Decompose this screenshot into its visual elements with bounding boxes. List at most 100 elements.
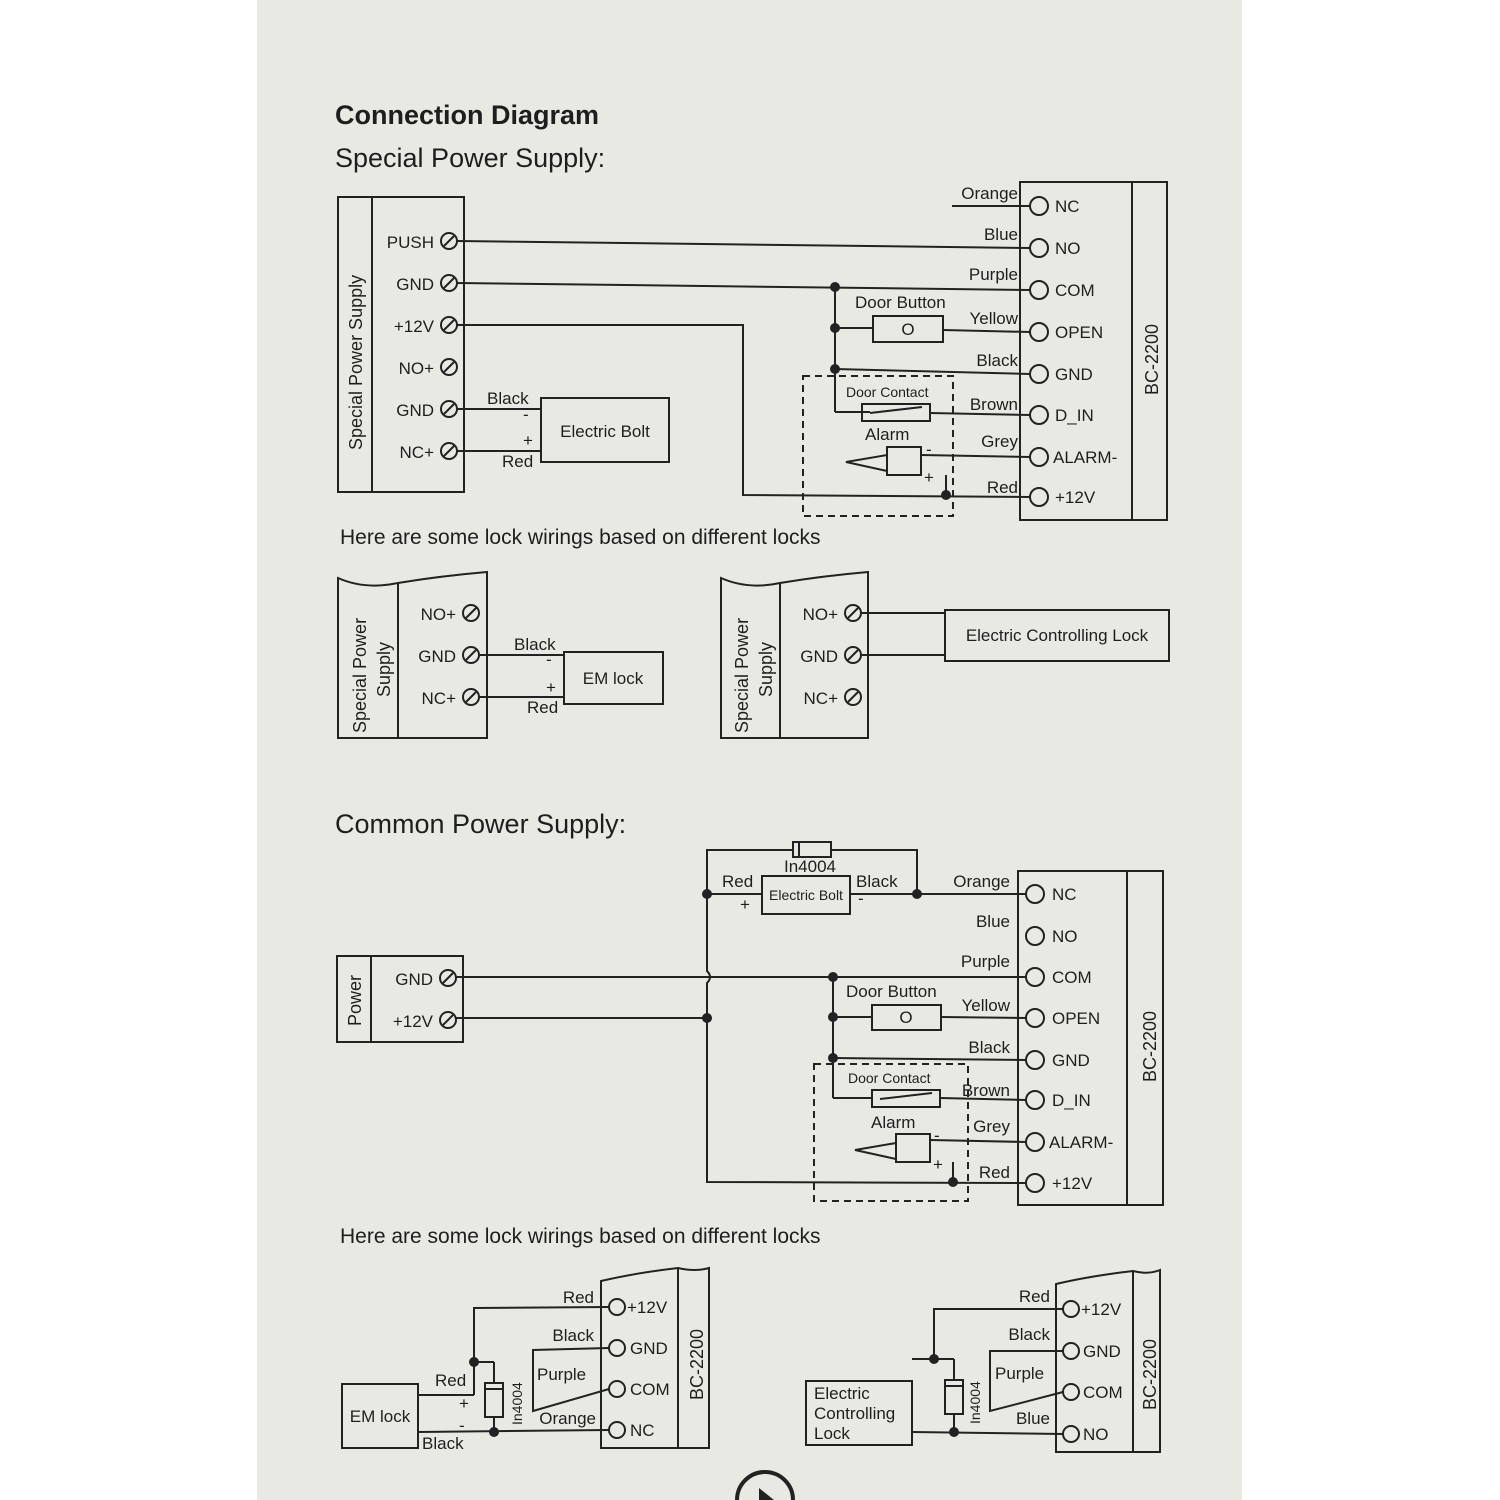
ctrl-terminal-nc: NC bbox=[1055, 197, 1080, 216]
alarm-minus: - bbox=[926, 440, 932, 459]
screw-terminals bbox=[440, 232, 458, 460]
em-lock-label: EM lock bbox=[583, 669, 644, 688]
controller-label-2: BC-2200 bbox=[1140, 1011, 1160, 1082]
door-contact-2-label: Door Contact bbox=[848, 1070, 931, 1086]
terminal-12v-label: +12V bbox=[394, 317, 435, 336]
wiring-common-supply: In4004 Electric Bolt Red Black + - bbox=[456, 841, 1027, 1187]
em2-diode-label: In4004 bbox=[509, 1382, 525, 1425]
em2-wire-black: Black bbox=[552, 1326, 594, 1345]
ecl2-wire-red: Red bbox=[1019, 1287, 1050, 1306]
power-block: Power GND +12V bbox=[336, 955, 464, 1043]
ecl2-controller-label: BC-2200 bbox=[1140, 1339, 1160, 1410]
ctrl2-terminal-12v: +12V bbox=[1052, 1174, 1093, 1193]
door-button-2-label: Door Button bbox=[846, 982, 937, 1001]
ctrl2-wire-yellow: Yellow bbox=[961, 996, 1010, 1015]
ecl2-terminal-12v: +12V bbox=[1081, 1300, 1122, 1319]
common-supply-heading: Common Power Supply: bbox=[335, 809, 626, 839]
terminal-no-plus-label: NO+ bbox=[399, 359, 435, 378]
polarity-minus: - bbox=[523, 405, 529, 424]
ecl2-wire-blue: Blue bbox=[1016, 1409, 1050, 1428]
ctrl2-terminal-din: D_IN bbox=[1052, 1091, 1091, 1110]
ctrl2-wire-black: Black bbox=[968, 1038, 1010, 1057]
terminal-push-label: PUSH bbox=[387, 233, 434, 252]
em-lock-common: BC-2200 +12V GND COM NC Red Black Orange… bbox=[341, 1266, 710, 1453]
alarm-2-plus: + bbox=[933, 1155, 943, 1174]
lock-wirings-caption-2: Here are some lock wirings based on diff… bbox=[340, 1225, 821, 1248]
alarm-label: Alarm bbox=[865, 425, 909, 444]
common-bolt-red: Red bbox=[722, 872, 753, 891]
alarm-2-minus: - bbox=[934, 1126, 940, 1145]
em2-terminal-nc: NC bbox=[630, 1421, 655, 1440]
ecl2-diode-label: In4004 bbox=[967, 1381, 983, 1424]
wire-blue-label: Blue bbox=[984, 225, 1018, 244]
ctrl2-terminal-alarm: ALARM- bbox=[1049, 1133, 1113, 1152]
em2-wire-red: Red bbox=[563, 1288, 594, 1307]
terminal-gnd2-label: GND bbox=[396, 401, 434, 420]
em-plus: + bbox=[546, 678, 556, 697]
ecl-supply-label-2: Supply bbox=[756, 642, 776, 697]
em2-lock-black: Black bbox=[422, 1434, 464, 1453]
electric-bolt-1: Electric Bolt Black Red - + bbox=[457, 389, 670, 471]
power-terminal-gnd: GND bbox=[395, 970, 433, 989]
em2-terminal-com: COM bbox=[630, 1380, 670, 1399]
alarm-section-2: Door Contact Alarm - + bbox=[813, 1063, 969, 1202]
ctrl2-terminal-open: OPEN bbox=[1052, 1009, 1100, 1028]
ctrl-terminal-com: COM bbox=[1055, 281, 1095, 300]
terminal-nc-plus-label: NC+ bbox=[400, 443, 435, 462]
ctrl2-wire-purple: Purple bbox=[961, 952, 1010, 971]
ecl-special: Special Power Supply NO+ GND NC+ Electri… bbox=[720, 570, 1170, 739]
ctrl-terminal-din: D_IN bbox=[1055, 406, 1094, 425]
wire-brown-label: Brown bbox=[970, 395, 1018, 414]
manual-page: Connection Diagram Special Power Supply:… bbox=[257, 0, 1242, 1500]
em2-lock-red: Red bbox=[435, 1371, 466, 1390]
em2-terminal-12v: +12V bbox=[627, 1298, 668, 1317]
door-button-glyph: O bbox=[901, 320, 914, 339]
ctrl2-wire-red: Red bbox=[979, 1163, 1010, 1182]
special-supply-heading: Special Power Supply: bbox=[335, 143, 605, 173]
em2-controller-label: BC-2200 bbox=[687, 1329, 707, 1400]
ctrl2-wire-grey: Grey bbox=[973, 1117, 1010, 1136]
door-contact-label: Door Contact bbox=[846, 384, 929, 400]
special-supply-block: Special Power Supply PUSH GND +12V NO+ G… bbox=[337, 196, 465, 493]
ecl-terminal-nc-plus: NC+ bbox=[804, 689, 839, 708]
wire-red-label: Red bbox=[502, 452, 533, 471]
common-bolt-plus: + bbox=[740, 895, 750, 914]
ctrl-terminal-12v: +12V bbox=[1055, 488, 1096, 507]
ecl-terminal-gnd: GND bbox=[800, 647, 838, 666]
alarm-section-1: Door Contact Alarm - + bbox=[802, 375, 954, 517]
ctrl-terminal-alarm: ALARM- bbox=[1053, 448, 1117, 467]
ctrl-terminal-open: OPEN bbox=[1055, 323, 1103, 342]
ctrl2-terminal-com: COM bbox=[1052, 968, 1092, 987]
wire-yellow-label: Yellow bbox=[969, 309, 1018, 328]
ctrl2-wire-orange: Orange bbox=[953, 872, 1010, 891]
ecl2-terminal-no: NO bbox=[1083, 1425, 1109, 1444]
controller-bc2200-1: BC-2200 NC NO COM OPEN GND D_IN ALARM- +… bbox=[961, 181, 1168, 521]
controller-label: BC-2200 bbox=[1142, 324, 1162, 395]
electric-bolt-label: Electric Bolt bbox=[560, 422, 650, 441]
common-bolt-label: Electric Bolt bbox=[769, 887, 843, 903]
em2-wire-purple: Purple bbox=[537, 1365, 586, 1384]
connection-diagram: Connection Diagram Special Power Supply:… bbox=[335, 100, 1170, 1500]
alarm-2-label: Alarm bbox=[871, 1113, 915, 1132]
em-supply-label-2: Supply bbox=[374, 642, 394, 697]
em-supply-label-1: Special Power bbox=[350, 618, 370, 733]
wire-black-label: Black bbox=[487, 389, 529, 408]
em-wire-black: Black bbox=[514, 635, 556, 654]
door-button-2-glyph: O bbox=[899, 1008, 912, 1027]
ecl2-label-line2: Controlling bbox=[814, 1404, 895, 1423]
ecl-supply-label-1: Special Power bbox=[732, 618, 752, 733]
ctrl-terminal-no: NO bbox=[1055, 239, 1081, 258]
door-button-1: O Door Button bbox=[855, 293, 946, 343]
wire-red-label-2: Red bbox=[987, 478, 1018, 497]
page-title: Connection Diagram bbox=[335, 100, 599, 130]
ctrl2-terminal-nc: NC bbox=[1052, 885, 1077, 904]
ecl2-terminal-com: COM bbox=[1083, 1383, 1123, 1402]
ecl-common: BC-2200 +12V GND COM NO Red Black Blue P… bbox=[805, 1268, 1161, 1453]
em2-lock-minus: - bbox=[459, 1416, 465, 1435]
em-terminal-nc-plus: NC+ bbox=[422, 689, 457, 708]
controller-bc2200-2: BC-2200 NC NO COM OPEN GND D_IN ALARM- +… bbox=[953, 870, 1164, 1206]
em-wire-red: Red bbox=[527, 698, 558, 717]
common-bolt-minus: - bbox=[858, 889, 864, 908]
ecl-terminal-no-plus: NO+ bbox=[803, 605, 839, 624]
ecl2-wire-black: Black bbox=[1008, 1325, 1050, 1344]
